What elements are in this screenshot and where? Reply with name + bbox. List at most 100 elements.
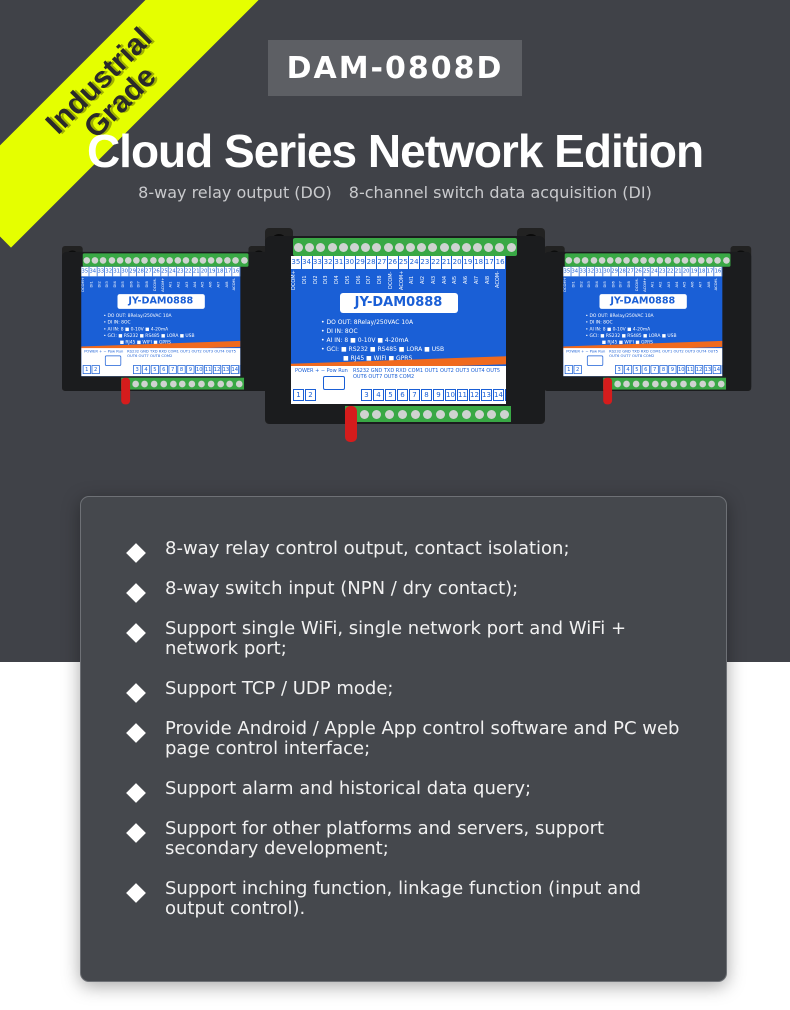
terminal-number: 23 bbox=[659, 266, 667, 277]
screw-icon bbox=[714, 256, 722, 264]
terminal-number: 10 bbox=[445, 389, 456, 401]
terminal-number: 15 bbox=[505, 389, 506, 401]
screw-icon bbox=[689, 380, 697, 387]
spec-line: • DO OUT: 8Relay/250VAC 10A bbox=[321, 319, 414, 326]
channel-label: AI1 bbox=[409, 275, 416, 285]
rj45-port-icon bbox=[104, 355, 122, 366]
terminal-number: 10 bbox=[677, 365, 686, 375]
screw-icon bbox=[439, 242, 449, 252]
features-card: 8-way relay control output, contact isol… bbox=[80, 496, 727, 982]
diamond-bullet-icon bbox=[126, 543, 146, 563]
terminal-number: 10 bbox=[195, 365, 204, 375]
channel-label: DI5 bbox=[121, 281, 126, 288]
device-name: JY-DAM0888 bbox=[599, 294, 687, 309]
screw-icon bbox=[673, 256, 680, 264]
screw-icon bbox=[681, 256, 689, 264]
screw-icon bbox=[708, 380, 716, 387]
terminal-number: 27 bbox=[627, 266, 635, 277]
terminal-number: 14 bbox=[712, 365, 721, 375]
terminal-number: 9 bbox=[433, 389, 444, 401]
screw-icon bbox=[217, 380, 224, 387]
rs232-label: RS232 GND TXD RXD COM1 OUT1 OUT2 OUT3 OU… bbox=[127, 349, 236, 359]
terminal-number: 6 bbox=[641, 365, 650, 375]
terminal-number: 23 bbox=[420, 256, 431, 269]
terminal-number: 16 bbox=[714, 266, 723, 277]
terminal-number: 23 bbox=[177, 266, 185, 277]
screw-icon bbox=[487, 409, 497, 419]
channel-label: DI6 bbox=[610, 281, 616, 288]
terminal-number: 33 bbox=[313, 256, 324, 269]
spec-line: • DI IN: 8OC bbox=[585, 320, 613, 326]
screw-icon bbox=[100, 256, 107, 264]
channel-label: DCOM- bbox=[152, 278, 158, 291]
terminal-number: 13 bbox=[481, 389, 492, 401]
page-title: Cloud Series Network Edition bbox=[86, 125, 704, 177]
terminal-number: 25 bbox=[161, 266, 169, 277]
screw-icon bbox=[166, 256, 173, 264]
terminal-number: 25 bbox=[399, 256, 410, 269]
terminal-number: 7 bbox=[168, 365, 177, 375]
screw-icon bbox=[240, 256, 248, 264]
terminal-number: 32 bbox=[105, 266, 114, 277]
terminal-number: 33 bbox=[97, 266, 106, 277]
channel-label: AI8 bbox=[484, 275, 491, 285]
screw-icon bbox=[664, 256, 672, 264]
channel-label: AI3 bbox=[430, 275, 437, 285]
terminal-number: 24 bbox=[409, 256, 420, 269]
screw-icon bbox=[461, 409, 471, 419]
device-name: JY-DAM0888 bbox=[339, 293, 458, 313]
terminal-number: 15 bbox=[239, 365, 241, 375]
channel-label: DI7 bbox=[366, 275, 373, 285]
channel-label: DI2 bbox=[97, 281, 102, 288]
channel-label: DI1 bbox=[571, 281, 576, 288]
screw-icon bbox=[305, 242, 315, 252]
screw-icon bbox=[316, 242, 326, 252]
screw-icon bbox=[623, 256, 631, 264]
spec-line: • AI IN: 8 ■ 0-10V ■ 4-20mA bbox=[103, 326, 169, 332]
terminal-number: 27 bbox=[145, 266, 153, 277]
terminal-number: 4 bbox=[141, 365, 151, 375]
terminal-block-bottom bbox=[345, 406, 511, 422]
diamond-bullet-icon bbox=[126, 823, 146, 843]
terminal-number: 6 bbox=[397, 389, 408, 401]
screw-icon bbox=[423, 409, 433, 419]
screw-icon bbox=[179, 380, 186, 387]
rs232-label: RS232 GND TXD RXD COM1 OUT1 OUT2 OUT3 OU… bbox=[353, 368, 501, 380]
spec-line: • DI IN: 8OC bbox=[103, 320, 131, 326]
terminal-number: 21 bbox=[675, 266, 683, 277]
channel-label: AI3 bbox=[184, 281, 190, 288]
channel-label: DCOM- bbox=[387, 271, 394, 289]
screw-icon bbox=[232, 256, 240, 264]
channel-label: DI4 bbox=[595, 281, 600, 288]
feature-item: Support alarm and historical data query; bbox=[81, 779, 721, 803]
terminal-block-top bbox=[293, 238, 517, 256]
terminal-number: 17 bbox=[224, 266, 233, 277]
screw-icon bbox=[383, 242, 393, 252]
screw-icon bbox=[385, 409, 395, 419]
screw-icon bbox=[598, 256, 606, 264]
rj45-port-icon bbox=[323, 376, 345, 390]
terminal-number: 14 bbox=[230, 365, 239, 375]
screw-icon bbox=[174, 256, 182, 264]
channel-label: DI1 bbox=[301, 275, 308, 285]
feature-item: Support single WiFi, single network port… bbox=[81, 619, 721, 659]
screw-icon bbox=[461, 242, 471, 252]
terminal-number: 11 bbox=[204, 365, 213, 375]
screw-icon bbox=[590, 256, 598, 264]
terminal-number: 31 bbox=[595, 266, 604, 277]
screw-icon bbox=[573, 256, 581, 264]
terminal-number: 34 bbox=[571, 266, 580, 277]
diamond-bullet-icon bbox=[126, 683, 146, 703]
screw-icon bbox=[83, 256, 91, 264]
feature-text: Support for other platforms and servers,… bbox=[165, 818, 605, 859]
channel-label: DI7 bbox=[136, 281, 142, 288]
spec-line: • GCI: ■ RS232 ■ RS485 ■ LORA ■ USB bbox=[103, 333, 195, 339]
spec-line: • GCI: ■ RS232 ■ RS485 ■ LORA ■ USB bbox=[321, 346, 445, 353]
bottom-terminal-numbers: 123456789101112131415 bbox=[293, 389, 506, 401]
screw-icon bbox=[207, 380, 215, 387]
terminal-number: 16 bbox=[232, 266, 241, 277]
